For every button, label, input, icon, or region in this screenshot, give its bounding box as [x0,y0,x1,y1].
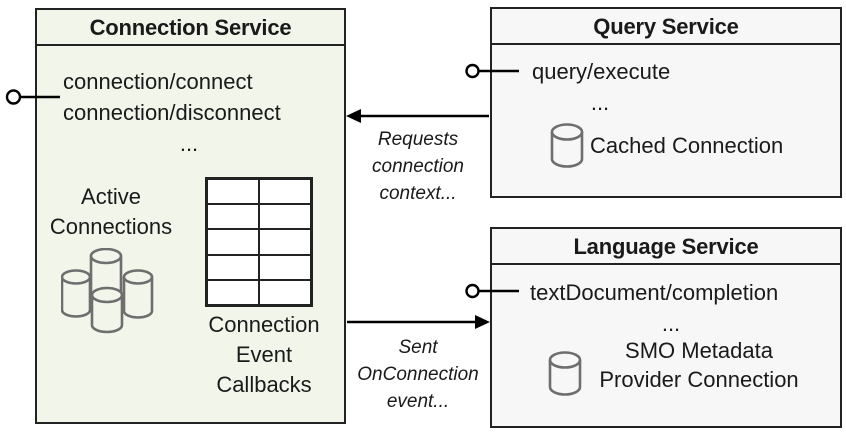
method-query-execute: query/execute [532,59,671,84]
language-service-box: Language Service textDocument/completion… [490,227,842,428]
method-connection-connect: connection/connect [63,69,253,94]
connection-service-title: Connection Service [37,10,344,46]
connection-event-callbacks-label: Connection Event Callbacks [208,312,320,397]
query-service-box: Query Service query/execute ... Cached C… [490,7,842,198]
cached-connection-label: Cached Connection [590,133,784,158]
methods-ellipsis: ... [179,131,199,156]
database-icon [550,123,584,168]
requests-connection-context-label: Requests connection context... [372,129,464,204]
requests-arrow-left-icon [346,109,489,123]
method-textdocument-completion: textDocument/completion [530,280,779,305]
callback-table-grid [205,177,313,307]
smo-metadata-provider-label: SMO Metadata Provider Connection [599,338,799,392]
active-connections-label: Active Connections [49,184,173,239]
sent-onconnection-event-label: Sent OnConnection event... [357,337,479,412]
language-methods-list: textDocument/completion ... [530,277,812,339]
connection-methods-list: connection/connect connection/disconnect… [63,66,315,159]
query-service-title: Query Service [492,9,840,45]
method-connection-disconnect: connection/disconnect [63,100,281,125]
database-icon [548,351,582,396]
connection-service-box: Connection Service connection/connect co… [35,8,346,424]
database-cluster-icon [61,248,154,334]
query-methods-list: query/execute ... [532,56,671,118]
methods-ellipsis: ... [590,90,610,115]
sent-arrow-right-icon [347,315,490,329]
language-service-title: Language Service [492,229,840,265]
methods-ellipsis: ... [661,311,681,336]
